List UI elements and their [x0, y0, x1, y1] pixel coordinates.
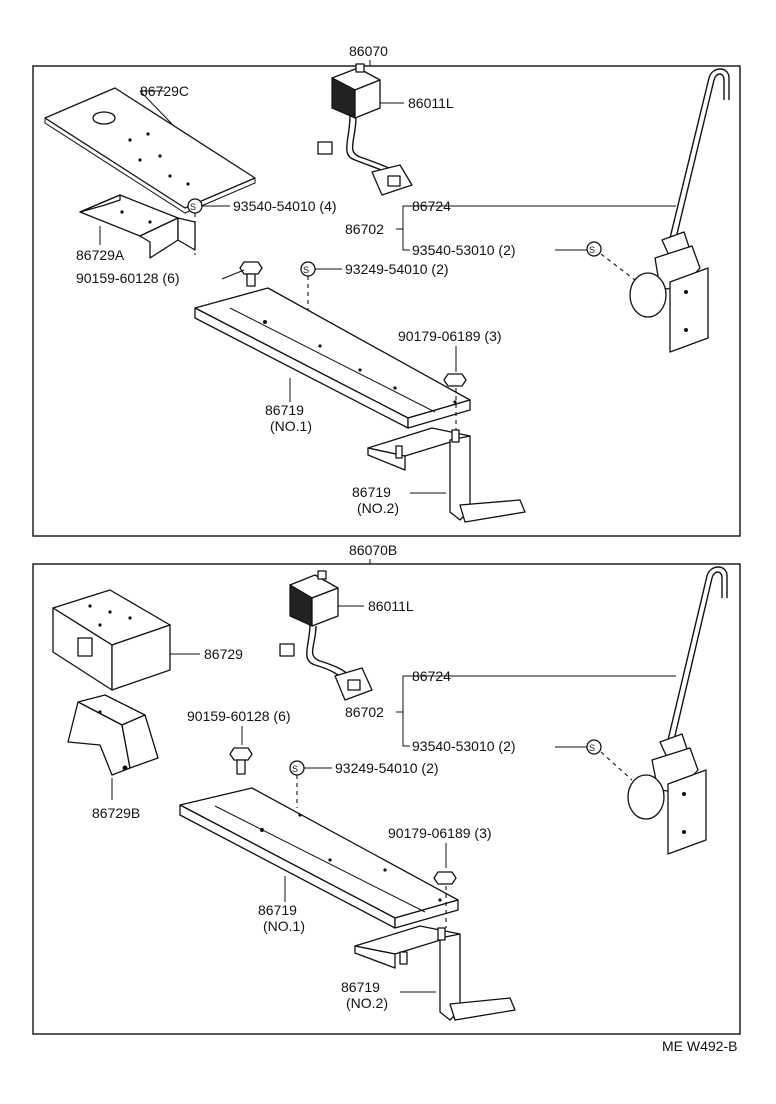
bottom-assembly-number: 86070B — [349, 542, 397, 558]
label-bracket-a: 86729A — [76, 247, 125, 263]
label-relay-b: 86011L — [368, 598, 414, 614]
flange-nut-icon — [433, 871, 457, 885]
footer-code: ME W492-B — [662, 1038, 737, 1054]
label-bracket-no1-tag: (NO.1) — [270, 418, 312, 434]
bracket-86729a — [79, 194, 196, 259]
label-bracket-no2-num: 86719 — [352, 484, 391, 500]
bottom-frame — [32, 563, 741, 1035]
svg-text:S: S — [190, 202, 196, 212]
top-panel: 86070 86729C 86729A S 93540-54010 — [32, 43, 741, 537]
top-frame — [32, 65, 741, 537]
connector-icon — [317, 141, 413, 196]
label-screw-53010-b: 93540-53010 (2) — [412, 738, 516, 754]
bottom-panel: 86070B 86729 86729B 90159-60128 (6) — [32, 542, 741, 1035]
label-screw-2-b: 93249-54010 (2) — [335, 760, 439, 776]
bracket-86719-no2 — [367, 427, 526, 523]
label-screw-53010: 93540-53010 (2) — [412, 242, 516, 258]
label-bracket-no1-num: 86719 — [265, 402, 304, 418]
label-rod: 86724 — [412, 198, 451, 214]
label-bracket-no1-num-b: 86719 — [258, 902, 297, 918]
label-cover: 86729 — [204, 646, 243, 662]
label-bolt-6-b: 90159-60128 (6) — [187, 708, 291, 724]
relay-icon — [331, 63, 381, 119]
svg-text:S: S — [589, 743, 595, 753]
antenna-rod-86724-b — [627, 566, 728, 855]
label-bolt-6: 90159-60128 (6) — [76, 270, 180, 286]
label-bracket-b: 86729B — [92, 805, 140, 821]
connector-icon — [279, 643, 373, 701]
bracket-86719-no1-b — [179, 787, 459, 929]
antenna-rod-86724 — [629, 68, 730, 353]
bracket-86719-no2-b — [354, 925, 516, 1021]
hex-bolt-icon — [239, 261, 263, 287]
cover-86729 — [52, 589, 171, 691]
flange-nut-icon — [443, 373, 467, 387]
svg-text:S: S — [303, 265, 309, 275]
bracket-86719-no1 — [194, 287, 471, 429]
top-assembly-number: 86070 — [349, 43, 388, 59]
label-plate: 86729C — [140, 83, 189, 99]
screw-s-symbol-icon — [586, 241, 602, 257]
label-bracket-no2-tag: (NO.2) — [357, 500, 399, 516]
svg-text:S: S — [589, 245, 595, 255]
svg-text:S: S — [292, 764, 298, 774]
label-relay: 86011L — [408, 95, 454, 111]
plate-86729c — [44, 87, 256, 214]
label-nut-3: 90179-06189 (3) — [398, 328, 502, 344]
screw-s-symbol-icon — [586, 739, 602, 755]
label-antenna-b: 86702 — [345, 704, 384, 720]
label-screw-4: 93540-54010 (4) — [233, 198, 337, 214]
label-nut-3-b: 90179-06189 (3) — [388, 825, 492, 841]
label-rod-b: 86724 — [412, 668, 451, 684]
label-screw-2: 93249-54010 (2) — [345, 261, 449, 277]
relay-icon — [289, 570, 339, 627]
bracket-86729b — [67, 694, 159, 776]
hex-bolt-icon — [229, 747, 253, 775]
label-bracket-no1-tag-b: (NO.1) — [263, 918, 305, 934]
label-bracket-no2-tag-b: (NO.2) — [346, 995, 388, 1011]
label-antenna: 86702 — [345, 221, 384, 237]
label-bracket-no2-num-b: 86719 — [341, 979, 380, 995]
